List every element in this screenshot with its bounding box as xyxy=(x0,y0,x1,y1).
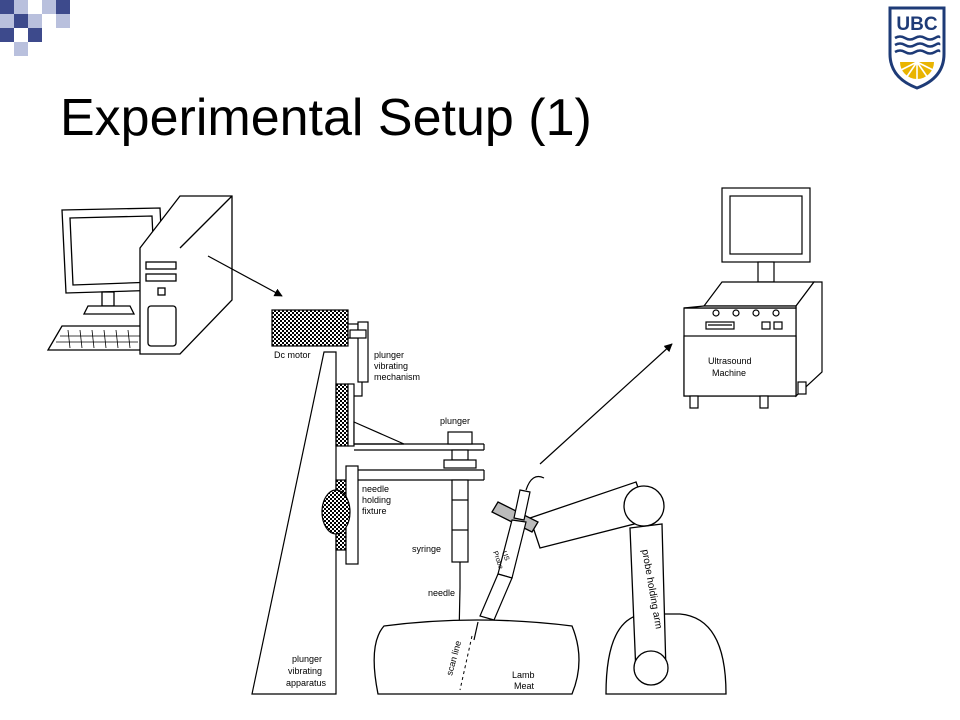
label-apparatus-2: vibrating xyxy=(288,666,322,676)
label-dc-motor: Dc motor xyxy=(274,350,311,360)
keyboard-icon xyxy=(46,325,153,351)
probe-arm xyxy=(491,481,727,695)
computer-to-motor-arrow xyxy=(207,255,283,297)
plunger-apparatus xyxy=(251,309,485,695)
ubc-logo: UBC xyxy=(888,6,946,90)
label-syringe: syringe xyxy=(412,544,441,554)
label-apparatus-1: plunger xyxy=(292,654,322,664)
slide-title: Experimental Setup (1) xyxy=(60,89,592,147)
corner-decoration xyxy=(0,0,70,56)
label-needle-fixture-1: needle xyxy=(362,484,389,494)
setup-diagram: Dc motor plunger vibrating mechanism plu… xyxy=(46,187,823,695)
ultrasound-machine xyxy=(683,187,823,409)
label-needle-fixture-3: fixture xyxy=(362,506,387,516)
computer xyxy=(46,195,233,355)
label-lamb-2: Meat xyxy=(514,681,535,691)
label-us-probe-1: US xyxy=(500,550,510,562)
label-plunger-mech-3: mechanism xyxy=(374,372,420,382)
label-needle-fixture-2: holding xyxy=(362,495,391,505)
label-apparatus-3: apparatus xyxy=(286,678,327,688)
label-lamb-1: Lamb xyxy=(512,670,535,680)
ubc-logo-text: UBC xyxy=(896,14,937,35)
label-ultrasound-2: Machine xyxy=(712,368,746,378)
label-ultrasound-1: Ultrasound xyxy=(708,356,752,366)
dc-motor xyxy=(271,309,349,347)
label-plunger-mech-1: plunger xyxy=(374,350,404,360)
label-needle: needle xyxy=(428,588,455,598)
label-plunger-mech-2: vibrating xyxy=(374,361,408,371)
us-probe xyxy=(473,475,545,641)
label-plunger: plunger xyxy=(440,416,470,426)
probe-to-ultrasound-arrow xyxy=(539,343,673,465)
lamb-meat xyxy=(373,619,580,695)
